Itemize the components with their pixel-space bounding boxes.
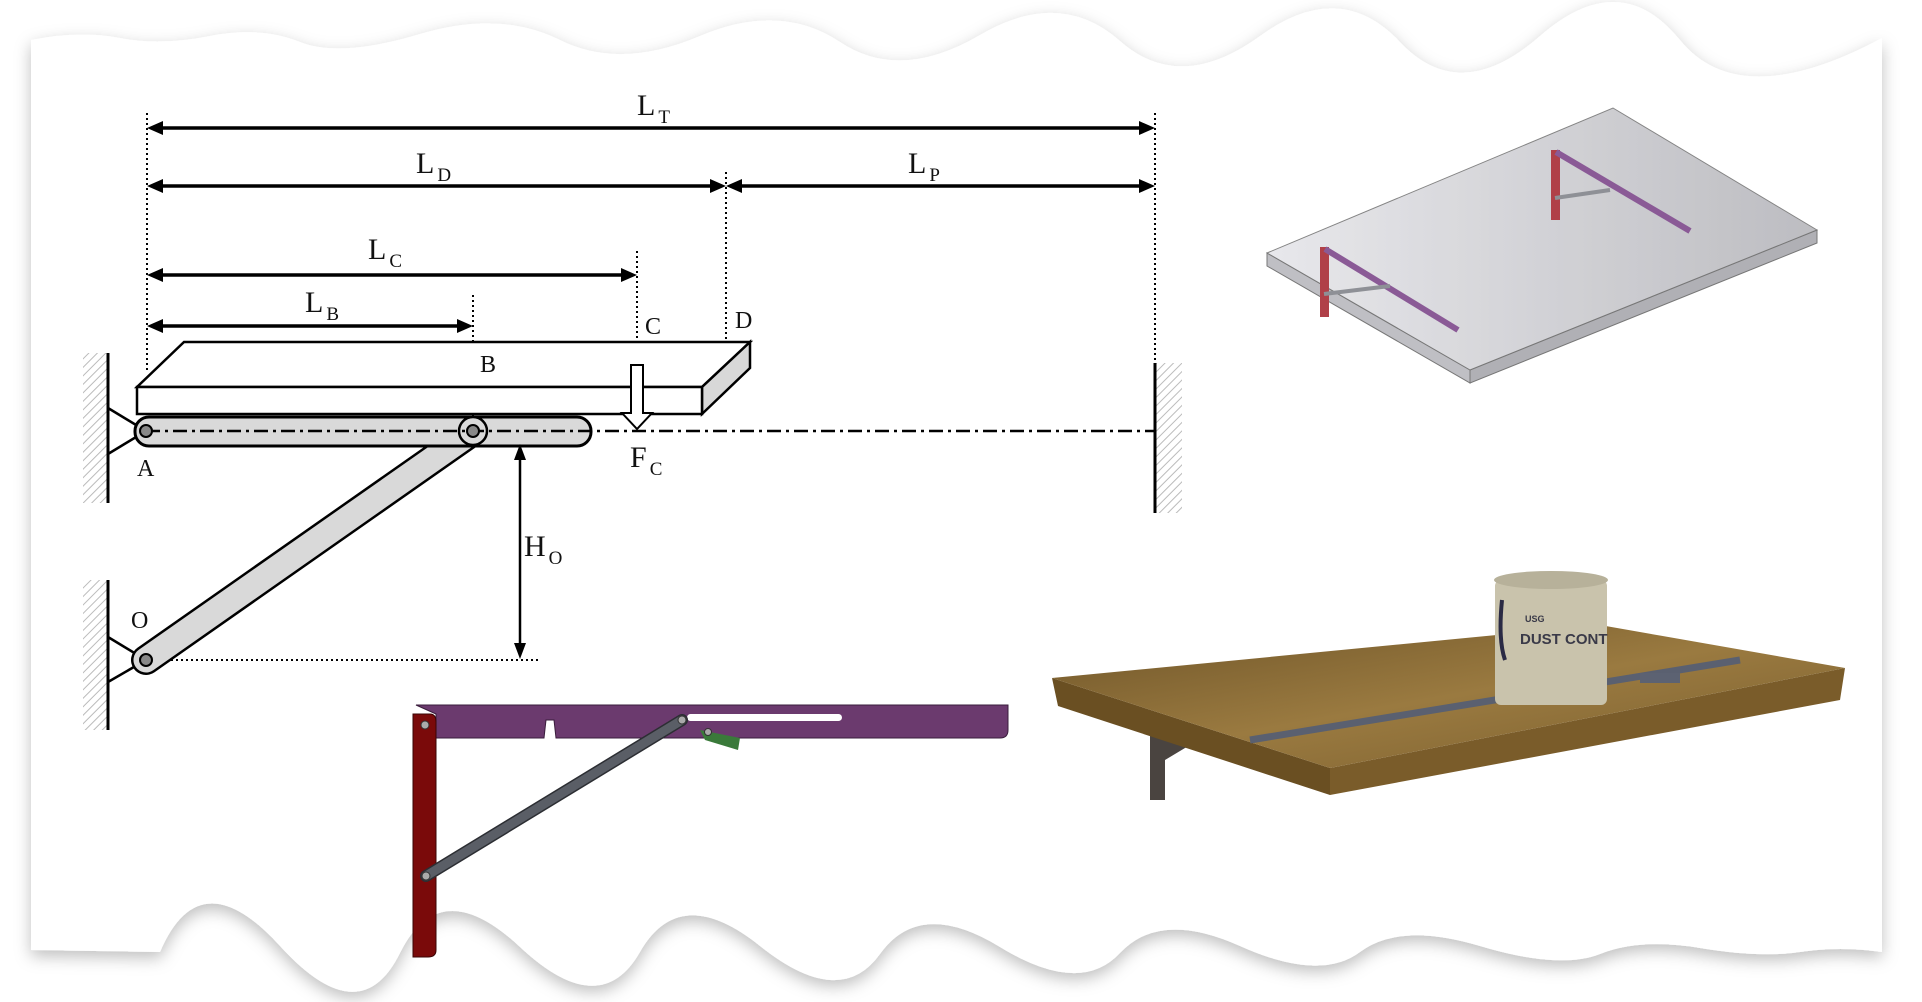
dimension-arrows — [147, 121, 1155, 659]
left-upper-wall — [83, 353, 110, 503]
photo-bucket: USG DUST CONT — [1494, 571, 1608, 705]
cad-bracket-left — [1320, 246, 1460, 333]
link-ob — [131, 416, 488, 675]
bucket-label: DUST CONT — [1520, 631, 1608, 648]
photo-table: USG DUST CONT — [1052, 571, 1845, 800]
cad-render-table — [1265, 107, 1819, 384]
right-wall — [1153, 363, 1182, 513]
bucket-brand: USG — [1525, 614, 1545, 624]
point-o: O — [131, 608, 148, 634]
left-lower-wall — [83, 580, 110, 730]
pin-o — [139, 653, 153, 667]
point-a: A — [137, 456, 155, 482]
point-b: B — [480, 352, 496, 378]
point-c: C — [645, 314, 661, 340]
pin-b — [466, 424, 480, 438]
point-d: D — [735, 308, 752, 334]
cad-bracket-right — [1551, 149, 1692, 234]
pin-a — [139, 424, 153, 438]
tabletop-board — [133, 339, 754, 417]
force-arrow-icon — [619, 364, 655, 431]
bracket-side-view — [412, 704, 1009, 958]
